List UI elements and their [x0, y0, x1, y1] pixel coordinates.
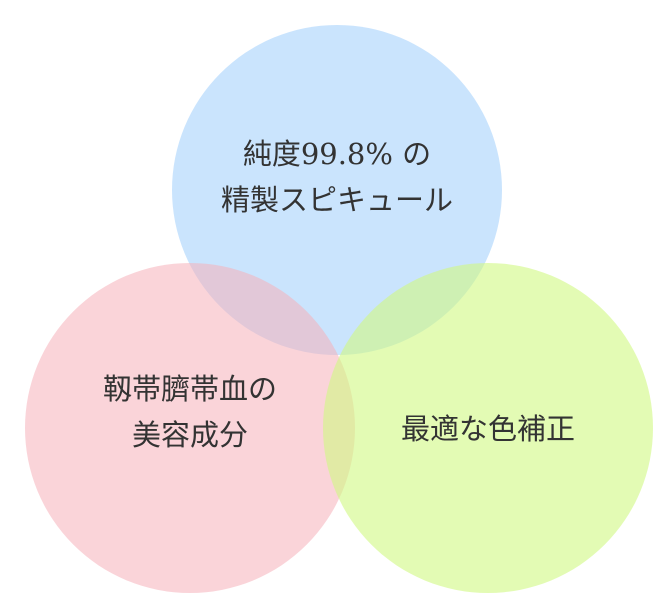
venn-circle-ingredients: [25, 263, 355, 593]
label-purity: 純度99.8% の 精製スピキュール: [172, 131, 502, 223]
label-color-correction: 最適な色補正: [323, 406, 653, 452]
label-line: 靱帯臍帯血の: [102, 372, 277, 406]
label-ingredients: 靱帯臍帯血の 美容成分: [25, 366, 355, 458]
label-line: 純度99.8% の: [242, 137, 432, 171]
label-line: 精製スピキュール: [220, 183, 453, 217]
venn-circle-color-correction: [323, 263, 653, 593]
label-line: 美容成分: [131, 418, 248, 452]
label-line: 最適な色補正: [400, 412, 575, 446]
